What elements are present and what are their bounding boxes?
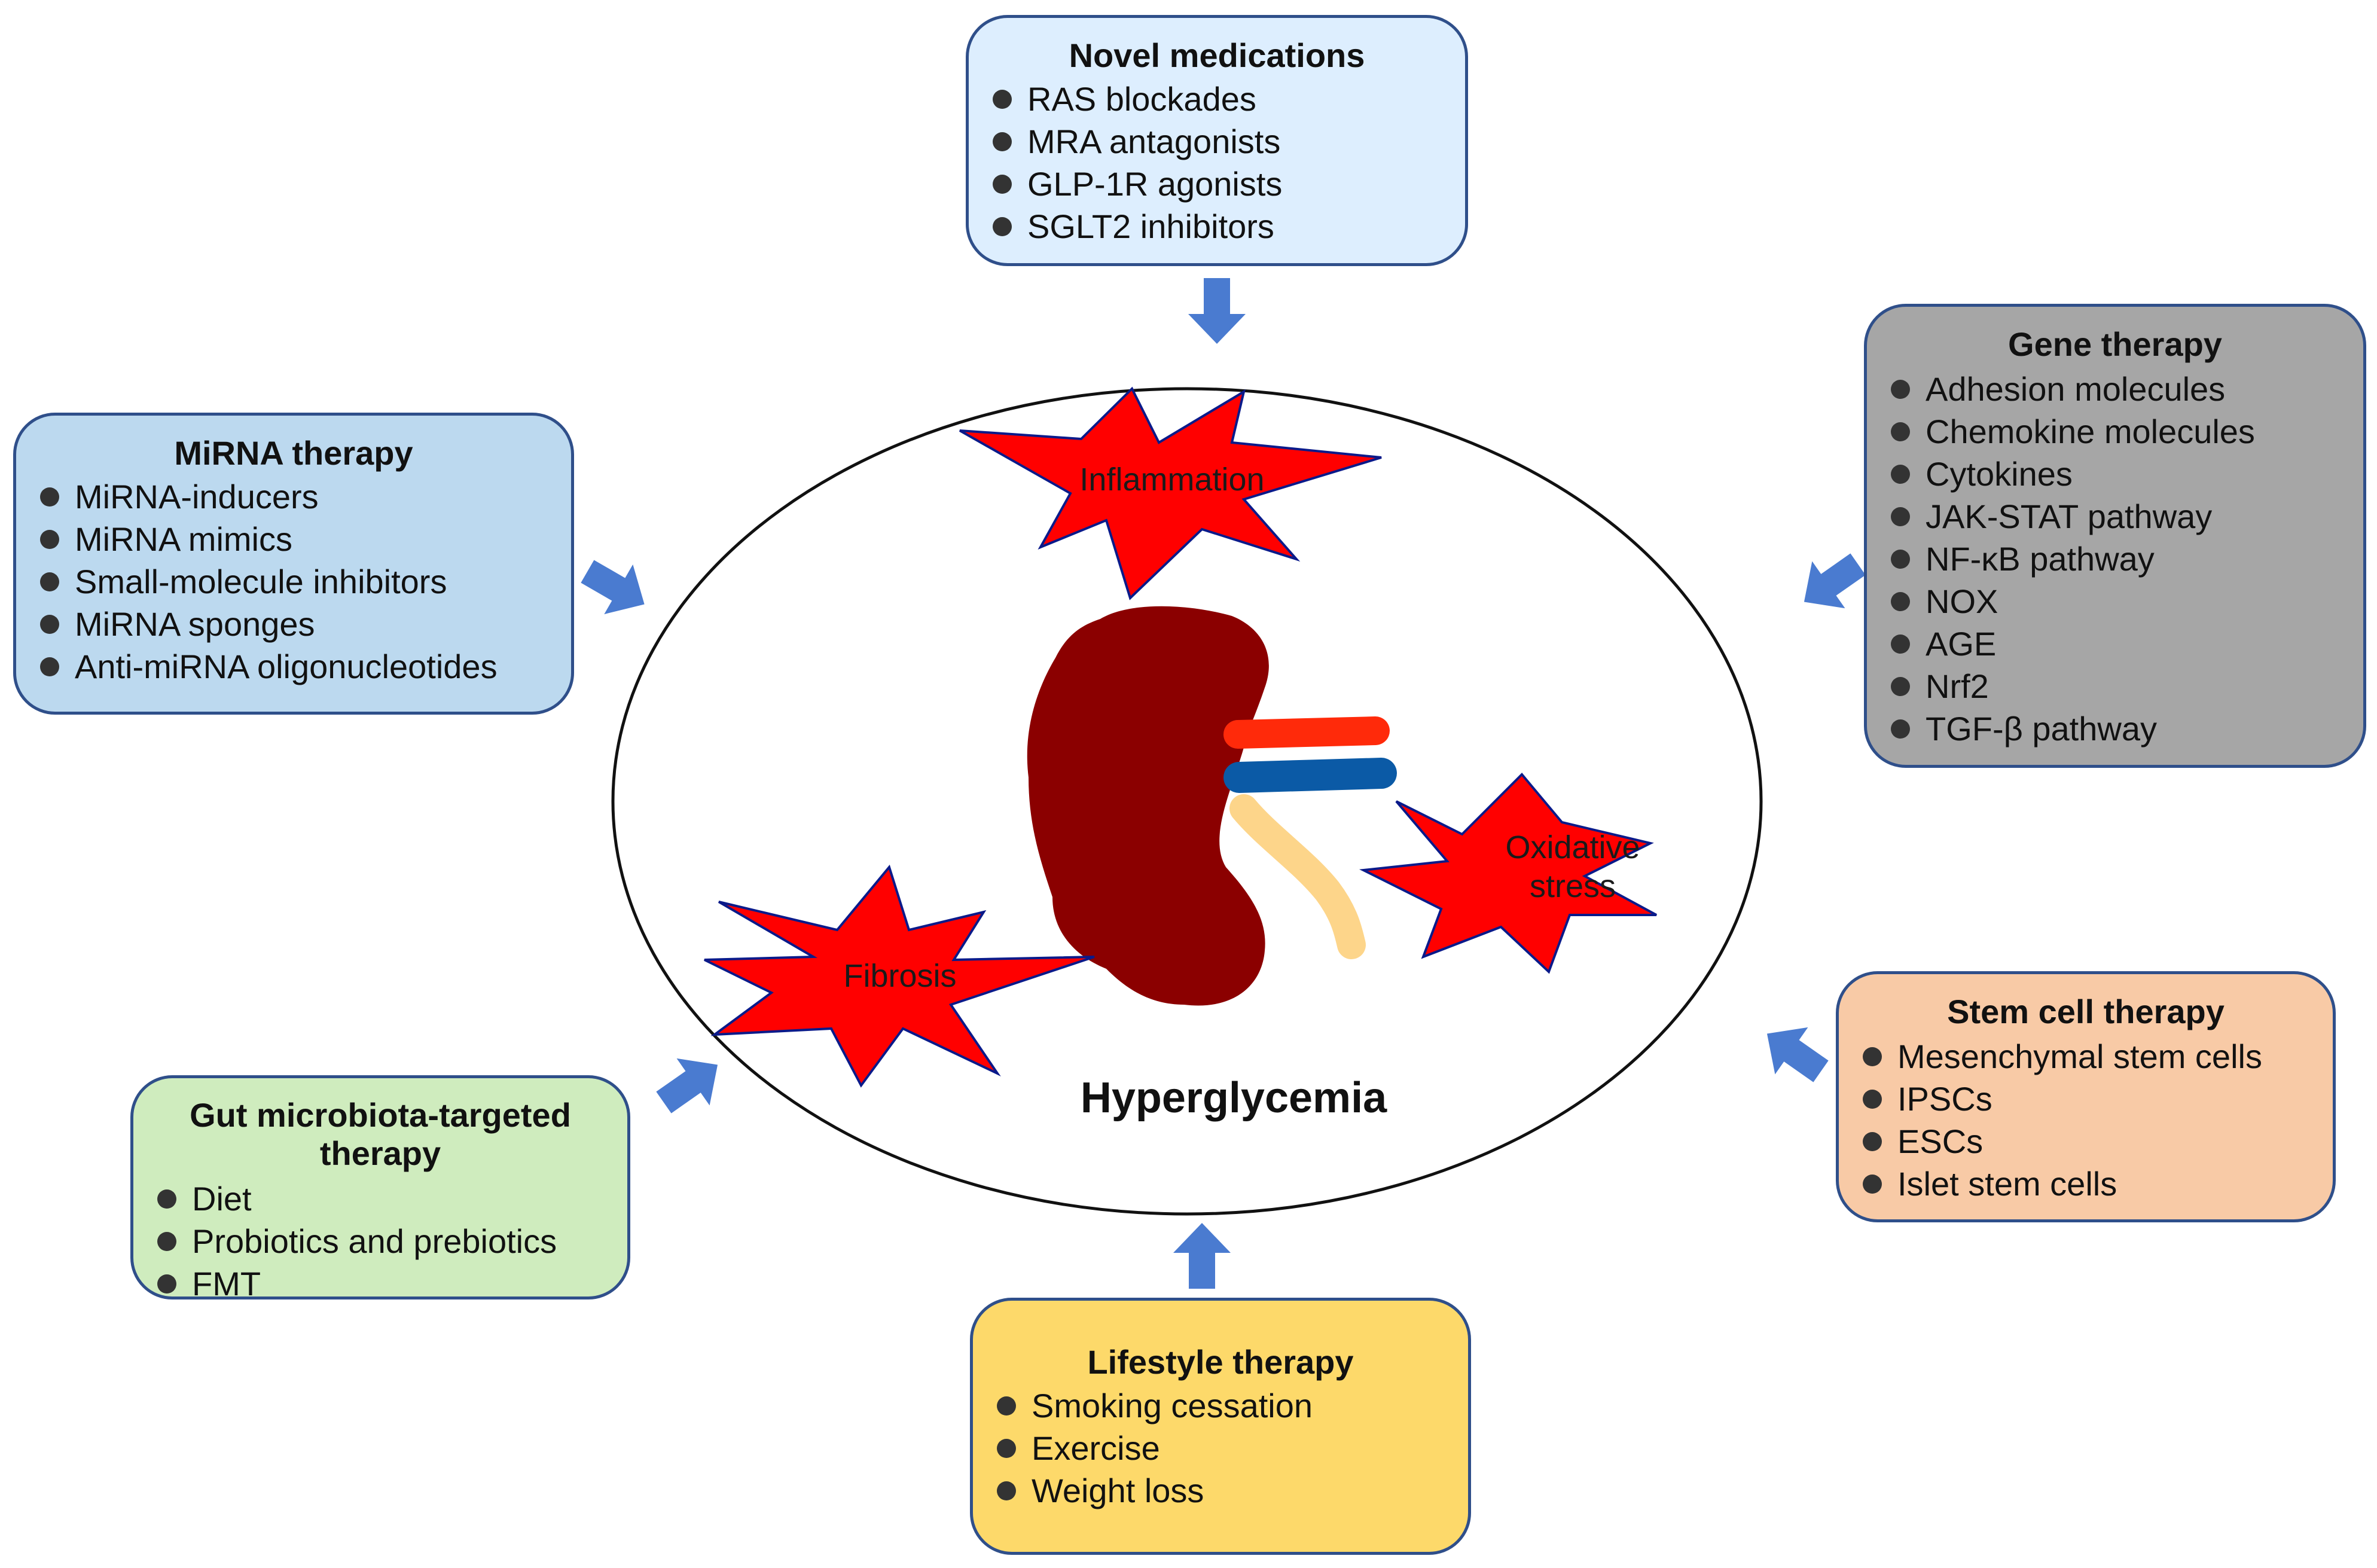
bullet-icon [1891,676,1910,696]
list-item: MiRNA mimics [40,518,547,560]
inflammation-starburst: Inflammation [959,386,1382,600]
inflammation-burst-shape [959,386,1382,600]
kidney-illustration [1027,606,1397,1006]
bullet-icon [997,1438,1016,1458]
list-item: Adhesion molecules [1891,368,2339,410]
renal-vein [1223,758,1397,793]
fibrosis-burst-shape [704,864,1095,1088]
novel-medications-box: Novel medications RAS blockades MRA anta… [966,15,1468,266]
bullet-icon [1891,507,1910,526]
fibrosis-label: Fibrosis [843,958,956,994]
list-item: Anti-miRNA oligonucleotides [40,645,547,688]
list-item: Smoking cessation [997,1384,1444,1427]
gene-therapy-box: Gene therapy Adhesion molecules Chemokin… [1864,304,2366,768]
mirna-therapy-title: MiRNA therapy [174,434,413,472]
lifestyle-therapy-list: Smoking cessation Exercise Weight loss [997,1384,1444,1512]
arrow-mirna-therapy [573,546,659,630]
bullet-icon [157,1231,176,1251]
arrow-lifestyle-therapy [1173,1223,1231,1289]
bullet-icon [993,89,1012,109]
arrow-gut-microbiota [647,1041,734,1126]
list-item: Probiotics and prebiotics [157,1220,603,1262]
list-item: MRA antagonists [993,120,1441,163]
renal-artery [1223,716,1390,749]
bullet-icon [1891,549,1910,569]
stem-cell-therapy-box: Stem cell therapy Mesenchymal stem cells… [1836,971,2336,1222]
bullet-icon [1891,591,1910,611]
bullet-icon [1891,719,1910,739]
list-item: NOX [1891,580,2339,623]
arrow-stem-cell-therapy [1750,1010,1838,1095]
oxidative-burst-shape [1359,773,1657,974]
stem-cell-therapy-title: Stem cell therapy [1947,993,2225,1030]
gut-microbiota-therapy-box: Gut microbiota-targeted therapy Diet Pro… [130,1075,630,1302]
list-item: NF-κB pathway [1891,538,2339,580]
stem-cell-therapy-list: Mesenchymal stem cells IPSCs ESCs Islet … [1863,1035,2309,1205]
bullet-icon [1863,1131,1882,1151]
list-item: MiRNA-inducers [40,475,547,518]
mirna-therapy-list: MiRNA-inducers MiRNA mimics Small-molecu… [40,475,547,688]
list-item: JAK-STAT pathway [1891,495,2339,538]
bullet-icon [1863,1047,1882,1066]
bullet-icon [1891,634,1910,654]
list-item: Exercise [997,1427,1444,1469]
bullet-icon [993,216,1012,236]
bullet-icon [157,1189,176,1209]
list-item: Weight loss [997,1469,1444,1512]
bullet-icon [40,529,59,549]
bullet-icon [40,572,59,591]
gene-therapy-list: Adhesion molecules Chemokine molecules C… [1891,368,2339,750]
bullet-icon [1891,379,1910,399]
bullet-icon [993,174,1012,194]
list-item: IPSCs [1863,1078,2309,1120]
arrow-gene-therapy [1787,541,1875,626]
list-item: AGE [1891,623,2339,665]
ureter [1229,794,1366,959]
oxidative-label-line2: stress [1530,868,1616,904]
list-item: Islet stem cells [1863,1163,2309,1205]
list-item: Chemokine molecules [1891,410,2339,453]
list-item: Cytokines [1891,453,2339,495]
gut-microbiota-list: Diet Probiotics and prebiotics FMT [157,1177,603,1305]
gut-microbiota-title-line2: therapy [319,1134,441,1172]
list-item: RAS blockades [993,78,1441,120]
bullet-icon [40,614,59,634]
list-item: ESCs [1863,1120,2309,1163]
bullet-icon [1891,422,1910,441]
gene-therapy-title: Gene therapy [2008,325,2222,363]
list-item: FMT [157,1262,603,1305]
lifestyle-therapy-box: Lifestyle therapy Smoking cessation Exer… [970,1298,1471,1555]
list-item: TGF-β pathway [1891,707,2339,750]
hyperglycemia-label: Hyperglycemia [1081,1074,1387,1122]
list-item: Nrf2 [1891,665,2339,707]
list-item: GLP-1R agonists [993,163,1441,205]
mirna-therapy-box: MiRNA therapy MiRNA-inducers MiRNA mimic… [13,413,574,715]
gut-microbiota-title: Gut microbiota-targeted therapy [157,1096,603,1173]
novel-medications-title: Novel medications [1069,36,1365,74]
oxidative-stress-starburst: Oxidative stress [1359,773,1657,974]
bullet-icon [1863,1089,1882,1109]
bullet-icon [993,132,1012,151]
bullet-icon [40,657,59,676]
fibrosis-starburst: Fibrosis [704,864,1095,1088]
lifestyle-therapy-title: Lifestyle therapy [1087,1343,1354,1381]
kidney-shape [1027,606,1269,1006]
list-item: Mesenchymal stem cells [1863,1035,2309,1078]
list-item: Diet [157,1177,603,1220]
bullet-icon [157,1274,176,1294]
bullet-icon [997,1481,1016,1500]
arrow-novel-medications [1188,278,1246,344]
oxidative-label-line1: Oxidative [1505,829,1640,865]
bullet-icon [1863,1174,1882,1194]
inflammation-label: Inflammation [1079,462,1264,498]
bullet-icon [40,487,59,507]
list-item: SGLT2 inhibitors [993,205,1441,248]
novel-medications-list: RAS blockades MRA antagonists GLP-1R ago… [993,78,1441,248]
gut-microbiota-title-line1: Gut microbiota-targeted [190,1096,571,1134]
list-item: MiRNA sponges [40,603,547,645]
bullet-icon [997,1396,1016,1416]
bullet-icon [1891,464,1910,484]
list-item: Small-molecule inhibitors [40,560,547,603]
